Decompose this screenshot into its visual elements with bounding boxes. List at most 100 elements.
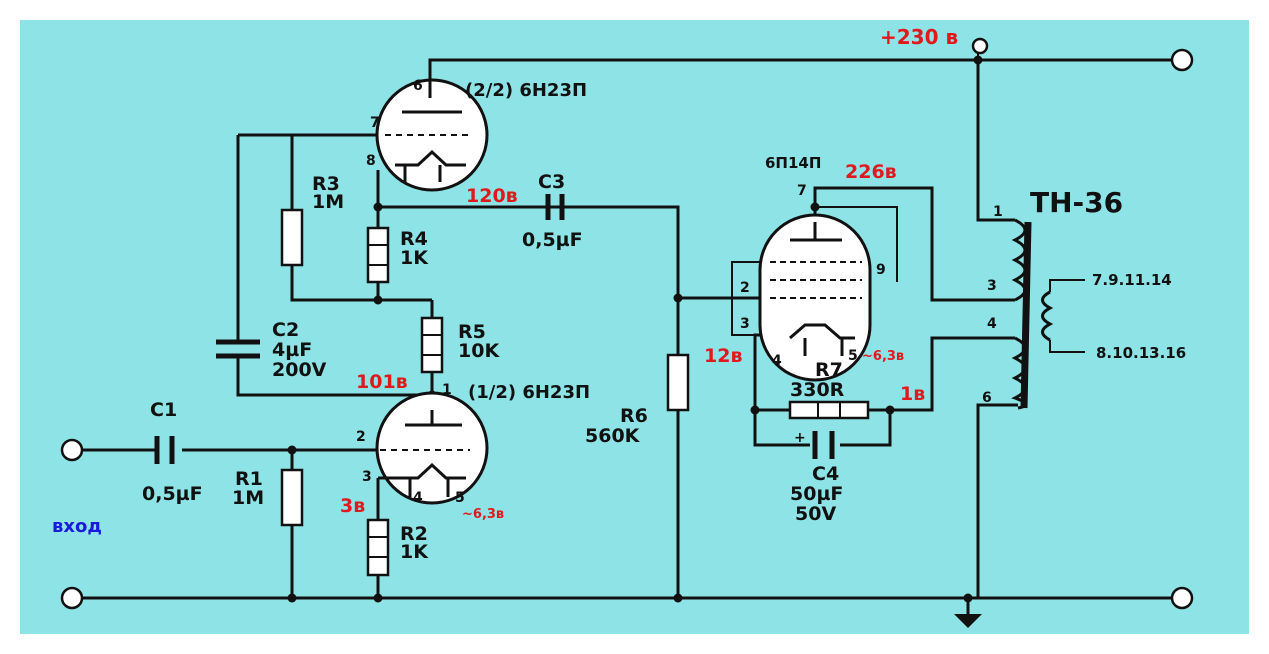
r4-value: 1K (400, 247, 429, 269)
voltage-101: 101в (356, 371, 408, 393)
pin-t1-5: 5 (455, 490, 465, 506)
background-panel (20, 20, 1249, 634)
c2-voltage: 200V (272, 359, 327, 381)
pin-tr-1: 1 (993, 204, 1003, 220)
voltage-1: 1в (900, 383, 925, 405)
voltage-12: 12в (704, 345, 742, 367)
resistor-r2 (366, 518, 390, 577)
c3-to-r6 (570, 205, 680, 355)
c2-wire (236, 135, 432, 397)
primary-feed (976, 60, 1015, 222)
resistor-r3 (280, 208, 304, 267)
pin-p-3: 3 (740, 316, 750, 332)
r1-label: R1 (235, 468, 263, 490)
pin-t1-2: 2 (356, 429, 366, 445)
tube-upper (375, 78, 489, 192)
resistor-r7 (788, 400, 870, 420)
c1-value: 0,5µF (142, 483, 203, 505)
capacitors (154, 194, 835, 464)
secondary-label-1: 7.9.11.14 (1092, 271, 1172, 289)
capacitor-c4 (812, 431, 835, 459)
voltage-120: 120в (466, 185, 518, 207)
anode-wire (813, 186, 1015, 302)
input-terminal (60, 438, 84, 462)
transformer-th36 (1011, 218, 1054, 410)
output-terminal-top (1170, 48, 1194, 72)
pin-p-5: 5 (848, 348, 858, 364)
capacitor-c3 (545, 194, 565, 220)
voltage-3: 3в (340, 495, 365, 517)
c4-plus: + (794, 430, 806, 446)
c4-voltage: 50V (795, 503, 836, 525)
c3-value: 0,5µF (522, 229, 583, 251)
pin-p-9: 9 (876, 262, 886, 278)
resistors (280, 208, 870, 577)
r5-value: 10K (458, 340, 500, 362)
pin-p-7: 7 (797, 183, 807, 199)
r3-value: 1M (312, 191, 344, 213)
r6-value: 560K (585, 425, 641, 447)
c4-label: C4 (812, 463, 839, 485)
screen-wire (815, 206, 898, 282)
junctions (287, 55, 983, 603)
transformer-label: ТН-36 (1030, 186, 1123, 219)
pin-t2-8: 8 (366, 153, 376, 169)
output-terminal-bottom (1170, 586, 1194, 610)
pin-t2-6: 6 (413, 78, 423, 94)
ground-terminal-left (60, 586, 84, 610)
tube-power (758, 213, 872, 382)
resistor-r5 (420, 316, 444, 374)
r7-label: R7 (815, 359, 843, 381)
pin-tr-4: 4 (987, 316, 997, 332)
c2-label: C2 (272, 319, 299, 341)
resistor-r4 (366, 226, 390, 284)
r3-label: R3 (312, 173, 340, 195)
pin-t1-3: 3 (362, 469, 372, 485)
r3-wire (290, 135, 432, 302)
supply-terminal (971, 37, 989, 55)
voltage-226: 226в (845, 161, 897, 183)
pin-loop (731, 261, 768, 336)
capacitor-c1 (154, 436, 175, 464)
heater-power: ~6,3в (862, 349, 904, 364)
c1-label: C1 (150, 399, 177, 421)
r2-value: 1K (400, 541, 429, 563)
secondary-tap-2 (1049, 340, 1085, 353)
labels: +230 в (2/2) 6Н23П (1/2) 6Н23П 6П14П ТН-… (52, 25, 1186, 563)
ground-symbol (954, 614, 982, 628)
tube-power-label: 6П14П (765, 154, 821, 172)
resistor-stripes (368, 244, 841, 558)
wiring (82, 52, 1172, 614)
pin-tr-3: 3 (987, 278, 997, 294)
r4-label: R4 (400, 228, 428, 250)
capacitor-c2 (216, 339, 260, 359)
r7-value: 330R (790, 379, 845, 401)
pin-p-4: 4 (772, 353, 782, 369)
pin-tr-6: 6 (982, 390, 992, 406)
pin-p-2: 2 (740, 280, 750, 296)
input-label: вход (52, 516, 102, 537)
c3-label: C3 (538, 171, 565, 193)
pin-t1-1: 1 (442, 382, 452, 398)
tube-lower (375, 391, 489, 505)
r1-value: 1M (232, 487, 264, 509)
r5-label: R5 (458, 321, 486, 343)
r2-label: R2 (400, 523, 428, 545)
terminals (60, 37, 1194, 610)
pin-t2-7: 7 (370, 115, 380, 131)
secondary-label-2: 8.10.13.16 (1096, 344, 1186, 362)
pin-t1-4: 4 (413, 490, 423, 506)
r7-wire (755, 336, 1015, 412)
secondary-tap-1 (1049, 279, 1085, 292)
supply-voltage-label: +230 в (880, 25, 958, 49)
secondary-ground (976, 403, 1018, 598)
c2-value: 4µF (272, 339, 312, 361)
heater-lower: ~6,3в (462, 507, 504, 522)
tube-lower-label: (1/2) 6Н23П (468, 382, 590, 403)
r6-label: R6 (620, 405, 648, 427)
resistor-r6 (666, 353, 690, 412)
tube-upper-label: (2/2) 6Н23П (465, 80, 587, 101)
resistor-r1 (280, 468, 304, 527)
c4-value: 50µF (790, 483, 843, 505)
